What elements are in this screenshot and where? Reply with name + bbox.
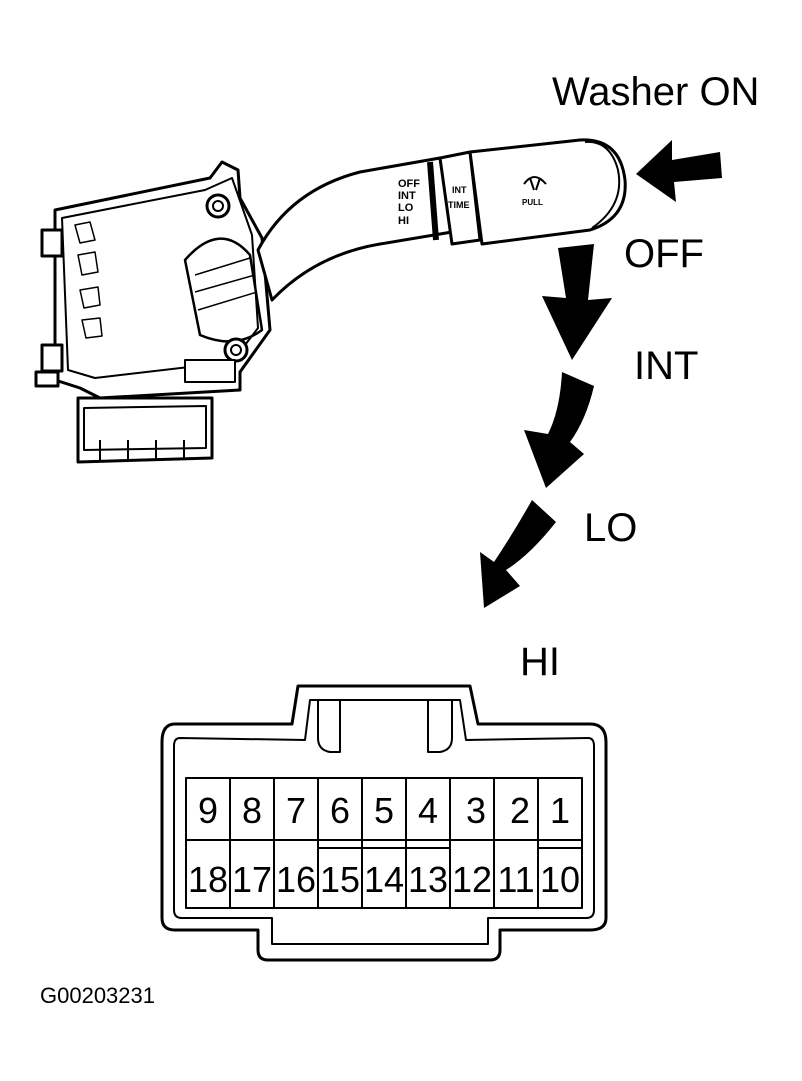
pin-8: 8: [242, 790, 262, 831]
int-label: INT: [634, 344, 699, 388]
stalk-label-lo: LO: [398, 202, 414, 214]
washer-symbol-icon: [523, 176, 547, 191]
pin-18: 18: [188, 859, 228, 900]
washer-on-label: Washer ON: [552, 70, 760, 114]
stalk-label-off: OFF: [398, 178, 420, 190]
washer-arrow-icon: [636, 140, 722, 202]
off-label: OFF: [624, 232, 704, 276]
pin-12: 12: [452, 859, 492, 900]
lo-label: LO: [584, 506, 638, 550]
pin-9: 9: [198, 790, 218, 831]
pin-1: 1: [550, 790, 570, 831]
pin-17: 17: [232, 859, 272, 900]
wiper-switch-body: [34, 160, 272, 464]
stalk-label-hi: HI: [398, 215, 409, 227]
pin-14: 14: [364, 859, 404, 900]
pin-10: 10: [540, 859, 580, 900]
figure-code: G00203231: [40, 983, 155, 1008]
pin-11: 11: [497, 859, 534, 900]
stalk-markings: OFF INT LO HI INT TIME PULL: [398, 178, 543, 227]
pin-16: 16: [276, 859, 316, 900]
pin-15: 15: [320, 859, 360, 900]
stalk-label-time: TIME: [448, 200, 470, 210]
pin-3: 3: [466, 790, 486, 831]
stalk-label-int: INT: [398, 190, 416, 202]
wiper-stalk: [256, 138, 627, 302]
off-to-int-arrow-icon: [542, 244, 612, 360]
pin-7: 7: [286, 790, 306, 831]
pin-2: 2: [510, 790, 530, 831]
pin-5: 5: [374, 790, 394, 831]
stalk-label-int-ring: INT: [452, 185, 467, 195]
pin-13: 13: [408, 859, 448, 900]
lo-to-hi-arrow-icon: [480, 500, 556, 608]
int-to-lo-arrow-icon: [524, 372, 594, 488]
pin-4: 4: [418, 790, 438, 831]
hi-label: HI: [520, 640, 560, 684]
connector-pin-grid: [186, 778, 582, 908]
connector-pin-numbers: 9 8 7 6 5 4 3 2 1 18 17 16 15 14 13 12 1…: [188, 790, 580, 900]
stalk-label-pull: PULL: [522, 198, 543, 207]
pin-6: 6: [330, 790, 350, 831]
